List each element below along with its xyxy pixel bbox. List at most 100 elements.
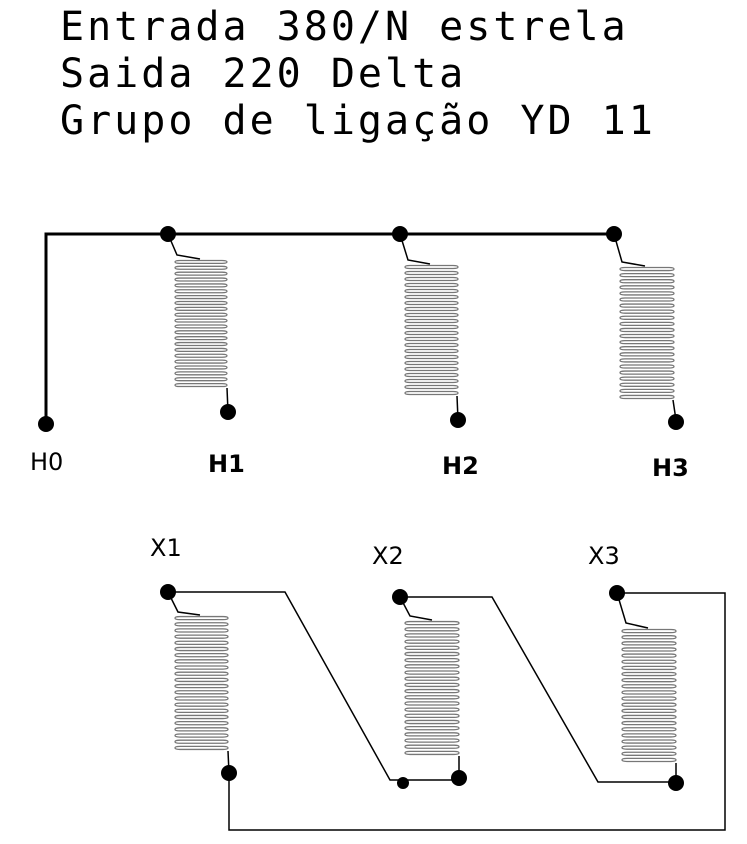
coil-turn	[174, 671, 229, 676]
coil-turn	[404, 676, 460, 681]
coil-turn	[404, 312, 459, 318]
coil-x1	[174, 615, 229, 751]
coil-x3	[621, 628, 677, 763]
delta-x2-x3	[400, 596, 676, 783]
junction-h1	[160, 226, 176, 242]
coil-turn	[404, 330, 459, 336]
terminal-x2-top	[392, 589, 408, 605]
coil-turn	[621, 665, 677, 671]
terminal-x1-top	[160, 584, 176, 600]
coil-turn	[174, 646, 229, 652]
coil-turn	[619, 303, 675, 308]
coil-turn	[619, 388, 675, 394]
coil-turn	[619, 376, 675, 381]
secondary-wiring	[167, 591, 726, 831]
coil-h2	[404, 264, 459, 396]
coil-turn	[621, 641, 677, 646]
coil-turn	[404, 318, 459, 324]
coil-turn	[619, 370, 675, 375]
coil-turn	[404, 688, 460, 694]
coil-turn	[404, 294, 459, 300]
coil-turn	[404, 664, 460, 669]
coil-turn	[404, 657, 460, 663]
coil-h1	[174, 259, 228, 388]
coil-turn	[174, 294, 228, 300]
coil-turn	[404, 354, 459, 360]
coil-turn	[404, 682, 460, 688]
coil-turn	[174, 330, 228, 335]
coil-turn	[404, 633, 460, 638]
coil-turn	[404, 627, 460, 632]
coil-turn	[619, 327, 675, 333]
coil-turn	[404, 738, 460, 743]
coil-turn	[621, 714, 677, 720]
coil-turn	[404, 732, 460, 737]
label-h1: H1	[208, 450, 245, 478]
coil-turn	[174, 714, 229, 720]
coil-turn	[621, 733, 677, 738]
coil-turn	[174, 353, 228, 358]
coil-turn	[174, 739, 229, 744]
h3-top-lead	[613, 233, 646, 267]
coil-turn	[174, 283, 228, 288]
coil-turn	[619, 339, 675, 345]
label-h0: H0	[30, 448, 63, 476]
coil-turn	[621, 647, 677, 652]
coil-turn	[404, 725, 460, 731]
coil-turn	[174, 640, 229, 646]
coil-turn	[404, 306, 459, 312]
coil-turn	[174, 615, 229, 621]
coil-turn	[174, 377, 228, 382]
coil-turn	[404, 701, 460, 706]
coil-turn	[174, 634, 229, 639]
label-x1: X1	[150, 534, 182, 562]
delta-x3-x1	[228, 592, 726, 831]
coil-turn	[174, 628, 229, 633]
coil-turn	[404, 366, 459, 372]
coil-turn	[404, 282, 459, 288]
coil-turn	[619, 358, 675, 363]
coil-turn	[174, 659, 229, 664]
diagram-title: Entrada 380/N estrela Saida 220 Delta Gr…	[60, 4, 656, 145]
coil-turn	[174, 665, 229, 670]
coil-turn	[174, 259, 228, 265]
terminals	[38, 226, 684, 791]
junction-h2	[392, 226, 408, 242]
coil-turn	[619, 333, 675, 339]
coil-turn	[404, 348, 459, 354]
coil-turn	[619, 266, 675, 272]
coil-turn	[621, 653, 677, 658]
coil-turn	[621, 659, 677, 664]
coil-turn	[404, 713, 460, 719]
coil-turn	[404, 288, 459, 294]
terminal-h2	[450, 412, 466, 428]
coil-turn	[174, 708, 229, 714]
coil-turn	[621, 727, 677, 732]
coil-turn	[174, 683, 229, 689]
coil-turn	[404, 384, 459, 390]
coil-turn	[174, 306, 228, 311]
coil-turn	[174, 312, 228, 317]
coil-turn	[174, 677, 229, 683]
coil-turn	[404, 651, 460, 657]
terminal-h1	[220, 404, 236, 420]
h2-top-lead	[399, 233, 431, 265]
coil-x2	[404, 620, 460, 756]
coil-turn	[404, 270, 459, 276]
coil-turn	[619, 309, 675, 314]
coil-turn	[174, 336, 228, 341]
terminal-x3-bottom	[668, 775, 684, 791]
coil-turn	[619, 346, 675, 351]
coil-turn	[404, 639, 460, 644]
coil-turn	[404, 264, 459, 270]
terminal-x2-bottom	[451, 770, 467, 786]
coil-turn	[619, 394, 675, 400]
coil-turn	[619, 279, 675, 284]
label-x3: X3	[588, 542, 620, 570]
coil-turn	[404, 342, 459, 348]
coil-turn	[174, 622, 229, 627]
coil-turn	[404, 750, 460, 756]
coil-h3	[619, 266, 675, 400]
neutral-bus	[44, 232, 616, 424]
x3-top-lead	[616, 592, 649, 629]
